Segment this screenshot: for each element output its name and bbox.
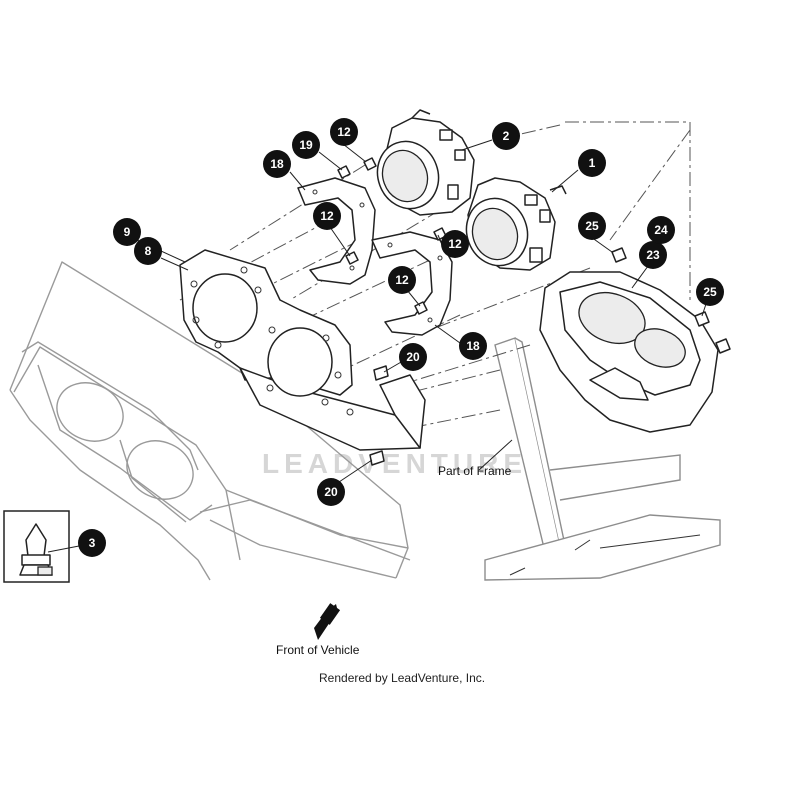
svg-text:24: 24 — [654, 223, 668, 237]
callout-12-left: 12 — [313, 202, 341, 230]
front-of-vehicle-label: Front of Vehicle — [276, 643, 360, 657]
svg-text:12: 12 — [448, 237, 462, 251]
svg-text:9: 9 — [124, 225, 131, 239]
part-of-frame-label: Part of Frame — [438, 464, 512, 478]
bracket-ring-upper — [297, 177, 376, 285]
callout-12-lower: 12 — [388, 266, 416, 294]
callout-18-upper: 18 — [263, 150, 291, 178]
callout-8: 8 — [134, 237, 162, 265]
callout-25-left: 25 — [578, 212, 606, 240]
svg-text:12: 12 — [395, 273, 409, 287]
svg-text:20: 20 — [324, 485, 338, 499]
callout-20-lower: 20 — [317, 478, 345, 506]
svg-text:1: 1 — [589, 156, 596, 170]
callout-19: 19 — [292, 131, 320, 159]
callout-3: 3 — [78, 529, 106, 557]
callout-9: 9 — [113, 218, 141, 246]
rendered-by-credit: Rendered by LeadVenture, Inc. — [319, 671, 485, 685]
callout-24: 24 — [647, 216, 675, 244]
vehicle-frame — [484, 337, 721, 581]
svg-text:12: 12 — [337, 125, 351, 139]
svg-text:20: 20 — [406, 350, 420, 364]
callout-12-top: 12 — [330, 118, 358, 146]
svg-text:18: 18 — [466, 339, 480, 353]
svg-text:12: 12 — [320, 209, 334, 223]
svg-text:3: 3 — [89, 536, 96, 550]
svg-text:2: 2 — [503, 129, 510, 143]
callout-12-right: 12 — [441, 230, 469, 258]
callout-18-lower: 18 — [459, 332, 487, 360]
watermark-text: LEADVENTURE — [262, 448, 527, 479]
headlight-unit-upper — [376, 109, 475, 216]
headlight-unit-lower — [465, 177, 567, 271]
bulb-inset — [3, 510, 70, 583]
vehicle-hood — [9, 261, 411, 581]
callout-2: 2 — [492, 122, 520, 150]
svg-text:25: 25 — [585, 219, 599, 233]
callout-1: 1 — [578, 149, 606, 177]
svg-text:18: 18 — [270, 157, 284, 171]
svg-text:23: 23 — [646, 248, 660, 262]
rear-housing — [539, 271, 719, 433]
callout-23: 23 — [639, 241, 667, 269]
svg-text:25: 25 — [703, 285, 717, 299]
front-arrow — [314, 603, 341, 640]
callout-20-upper: 20 — [399, 343, 427, 371]
svg-text:19: 19 — [299, 138, 313, 152]
mounting-plate — [179, 249, 426, 451]
svg-text:8: 8 — [145, 244, 152, 258]
fasteners — [337, 157, 731, 466]
callout-25-right: 25 — [696, 278, 724, 306]
